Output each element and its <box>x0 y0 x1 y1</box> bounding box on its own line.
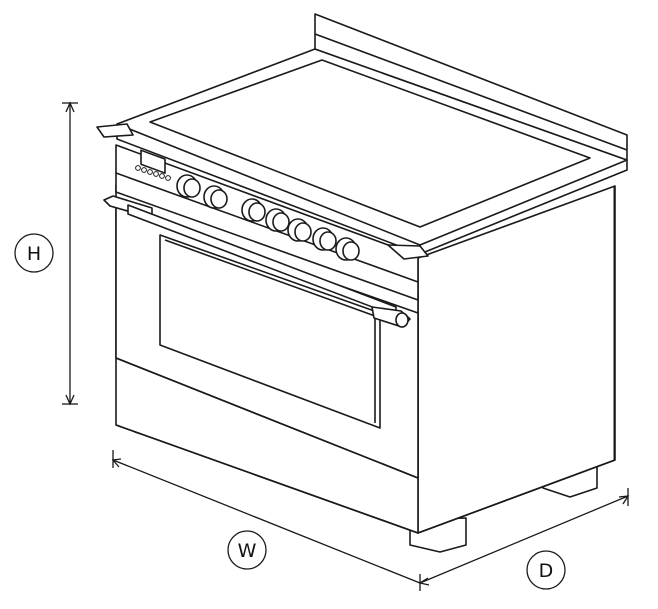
back-upstand-front <box>314 33 628 151</box>
width-dimension-line <box>112 459 421 584</box>
control-knob <box>335 237 360 261</box>
control-knobs <box>176 174 360 261</box>
right-trim-rail <box>387 244 429 260</box>
indicator-dot <box>135 165 141 171</box>
width-label-badge: W <box>227 530 267 570</box>
control-knob <box>203 185 228 209</box>
depth-label: D <box>539 560 554 582</box>
control-knob <box>176 174 201 198</box>
indicator-dot <box>147 169 153 175</box>
control-knob <box>265 208 290 232</box>
width-arrow-left <box>111 458 122 468</box>
oven-window <box>159 234 381 429</box>
control-knob <box>241 198 266 222</box>
height-label-badge: H <box>14 233 54 273</box>
indicator-dot <box>159 173 165 179</box>
height-arrow-top <box>65 101 75 113</box>
height-arrow-bottom <box>65 394 75 406</box>
hob-glass <box>149 59 591 228</box>
back-upstand <box>314 13 628 161</box>
plinth-line <box>115 424 616 534</box>
control-panel-top-edge <box>115 172 419 283</box>
indicator-dot <box>141 167 147 173</box>
handle-end-cap <box>395 312 409 328</box>
height-label: H <box>27 243 41 265</box>
depth-label-badge: D <box>526 550 566 590</box>
control-knob <box>287 218 312 242</box>
depth-dimension-line <box>419 495 629 584</box>
indicator-dot <box>153 171 159 177</box>
width-label: W <box>238 540 257 562</box>
range-cooker <box>96 13 628 553</box>
control-knob <box>312 227 337 251</box>
lower-drawer <box>115 357 419 479</box>
left-trim-rail <box>96 123 134 138</box>
indicator-dots <box>135 165 171 181</box>
display-window <box>140 149 166 174</box>
dimension-lines <box>62 101 630 591</box>
depth-arrow-left <box>418 577 430 586</box>
depth-arrow-right <box>618 495 630 505</box>
oven-door-handle <box>103 195 411 328</box>
indicator-dot <box>165 175 171 181</box>
